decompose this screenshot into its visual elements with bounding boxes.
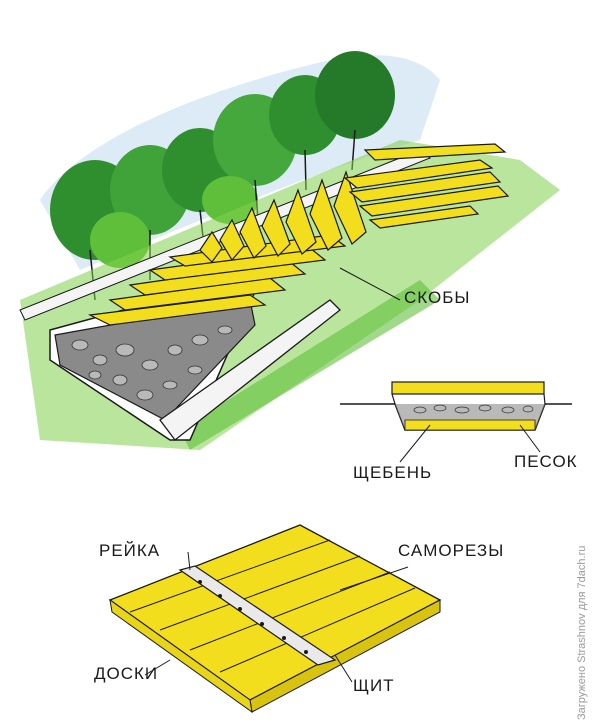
label-skoby: СКОБЫ	[404, 288, 471, 307]
path-boards-diagonal	[199, 170, 367, 263]
path-boards-upper	[343, 143, 510, 229]
curb-edge	[159, 299, 341, 441]
label-shcheben: ЩЕБЕНЬ	[353, 463, 433, 482]
gravel-stones	[71, 325, 233, 401]
watermark: Загружено Strashnov для 7dach.ru	[576, 470, 596, 720]
skoby-leader	[339, 267, 401, 301]
label-samorezy: САМОРЕЗЫ	[398, 541, 505, 560]
label-doski: ДОСКИ	[94, 664, 159, 683]
grass-strip-front	[180, 280, 440, 450]
cross-section	[340, 381, 572, 463]
label-pesok: ПЕСОК	[514, 452, 578, 471]
label-reyka: РЕЙКА	[99, 541, 161, 560]
board-panel	[108, 524, 442, 714]
label-shchit: ЩИТ	[353, 676, 395, 695]
watermark-text: Загружено Strashnov для 7dach.ru	[576, 545, 588, 720]
